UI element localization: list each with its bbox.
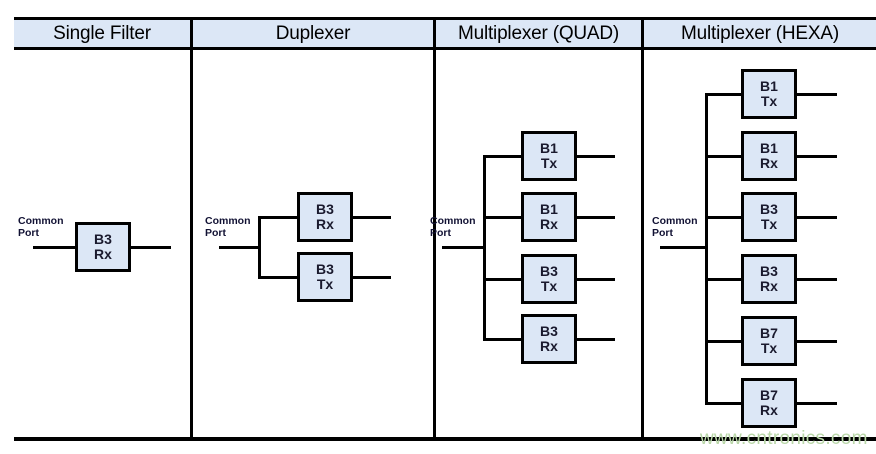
common-port-label: Common Port — [430, 215, 476, 240]
filter-band-label: B1 — [540, 139, 558, 156]
splitter-bus — [705, 93, 708, 405]
common-port-label: Common Port — [18, 215, 64, 240]
splitter-bus — [483, 155, 486, 341]
filter-box-b3-tx: B3 Tx — [741, 192, 797, 242]
filter-output-lead-5 — [797, 340, 837, 343]
filter-band-label: B1 — [540, 200, 558, 217]
table-header-row: Single Filter Duplexer Multiplexer (QUAD… — [14, 17, 876, 50]
branch-stub-1 — [258, 216, 300, 219]
filter-box-b1-tx: B1 Tx — [521, 131, 577, 181]
filter-direction-label: Rx — [760, 278, 778, 294]
branch-stub-2 — [258, 276, 300, 279]
filter-box-b1-rx: B1 Rx — [521, 192, 577, 242]
column-header-single-filter: Single Filter — [14, 20, 190, 47]
column-header-label: Duplexer — [275, 22, 351, 44]
filter-band-label: B1 — [760, 139, 778, 156]
filter-output-lead-1 — [353, 216, 391, 219]
filter-output-lead-2 — [353, 276, 391, 279]
filter-band-label: B7 — [760, 386, 778, 403]
filter-box-b3-tx: B3 Tx — [521, 254, 577, 304]
common-port-label-line2: Port — [205, 227, 226, 240]
column-header-multiplexer-hexa: Multiplexer (HEXA) — [641, 20, 876, 47]
branch-stub-6 — [705, 402, 743, 405]
filter-output-lead-2 — [577, 216, 615, 219]
common-port-lead — [442, 246, 486, 249]
filter-band-label: B3 — [760, 262, 778, 279]
filter-direction-label: Tx — [760, 216, 778, 232]
common-port-label-line1: Common — [430, 215, 476, 227]
filter-output-lead-3 — [577, 278, 615, 281]
branch-stub-3 — [705, 216, 743, 219]
filter-output-lead-2 — [797, 155, 837, 158]
common-port-label-line1: Common — [18, 215, 64, 227]
common-port-label-line1: Common — [652, 215, 698, 227]
branch-stub-1 — [483, 155, 523, 158]
column-divider-2 — [433, 50, 436, 440]
common-port-lead — [219, 246, 261, 249]
column-divider-3 — [641, 50, 644, 440]
filter-direction-label: Rx — [540, 216, 558, 232]
filter-output-lead — [131, 246, 171, 249]
filter-band-label: B3 — [760, 200, 778, 217]
filter-box-b3-rx: B3 Rx — [741, 254, 797, 304]
filter-box-b3-tx: B3 Tx — [297, 252, 353, 302]
filter-band-label: B3 — [316, 260, 334, 277]
filter-box-b1-rx: B1 Rx — [741, 131, 797, 181]
filter-band-label: B7 — [760, 324, 778, 341]
branch-stub-3 — [483, 278, 523, 281]
branch-stub-2 — [705, 155, 743, 158]
filter-box-b1-tx: B1 Tx — [741, 69, 797, 119]
filter-box-b3-rx: B3 Rx — [75, 222, 131, 272]
filter-direction-label: Rx — [760, 402, 778, 418]
common-port-label: Common Port — [205, 215, 251, 240]
common-port-label-line1: Common — [205, 215, 251, 227]
column-header-label: Multiplexer (QUAD) — [457, 22, 620, 44]
common-port-label: Common Port — [652, 215, 698, 240]
column-header-label: Single Filter — [53, 22, 151, 44]
common-port-label-line2: Port — [430, 227, 451, 240]
splitter-bus — [258, 216, 261, 279]
common-port-lead — [33, 246, 75, 249]
filter-output-lead-4 — [797, 278, 837, 281]
filter-band-label: B3 — [540, 322, 558, 339]
common-port-label-line2: Port — [18, 227, 39, 240]
filter-band-label: B3 — [94, 230, 112, 247]
filter-output-lead-1 — [797, 93, 837, 96]
filter-direction-label: Tx — [540, 155, 558, 171]
column-header-label: Multiplexer (HEXA) — [681, 22, 839, 44]
column-header-multiplexer-quad: Multiplexer (QUAD) — [433, 20, 641, 47]
filter-direction-label: Tx — [760, 340, 778, 356]
branch-stub-4 — [483, 338, 523, 341]
filter-direction-label: Tx — [540, 278, 558, 294]
common-port-label-line2: Port — [652, 227, 673, 240]
filter-output-lead-3 — [797, 216, 837, 219]
filter-box-b7-rx: B7 Rx — [741, 378, 797, 428]
common-port-lead — [660, 246, 708, 249]
filter-band-label: B3 — [316, 200, 334, 217]
branch-stub-4 — [705, 278, 743, 281]
filter-direction-label: Rx — [94, 246, 112, 262]
filter-direction-label: Rx — [316, 216, 334, 232]
filter-output-lead-4 — [577, 338, 615, 341]
filter-direction-label: Rx — [760, 155, 778, 171]
filter-direction-label: Tx — [316, 276, 334, 292]
filter-box-b7-tx: B7 Tx — [741, 316, 797, 366]
filter-band-label: B3 — [540, 262, 558, 279]
filter-output-lead-6 — [797, 402, 837, 405]
filter-direction-label: Rx — [540, 338, 558, 354]
column-divider-1 — [190, 50, 193, 440]
filter-box-b3-rx: B3 Rx — [297, 192, 353, 242]
branch-stub-2 — [483, 216, 523, 219]
watermark: www.cntronics.com — [700, 428, 868, 449]
branch-stub-5 — [705, 340, 743, 343]
filter-band-label: B1 — [760, 77, 778, 94]
filter-box-b3-rx: B3 Rx — [521, 314, 577, 364]
table-bottom-border — [14, 437, 876, 441]
branch-stub-1 — [705, 93, 743, 96]
filter-output-lead-1 — [577, 155, 615, 158]
filter-direction-label: Tx — [760, 93, 778, 109]
column-header-duplexer: Duplexer — [190, 20, 433, 47]
